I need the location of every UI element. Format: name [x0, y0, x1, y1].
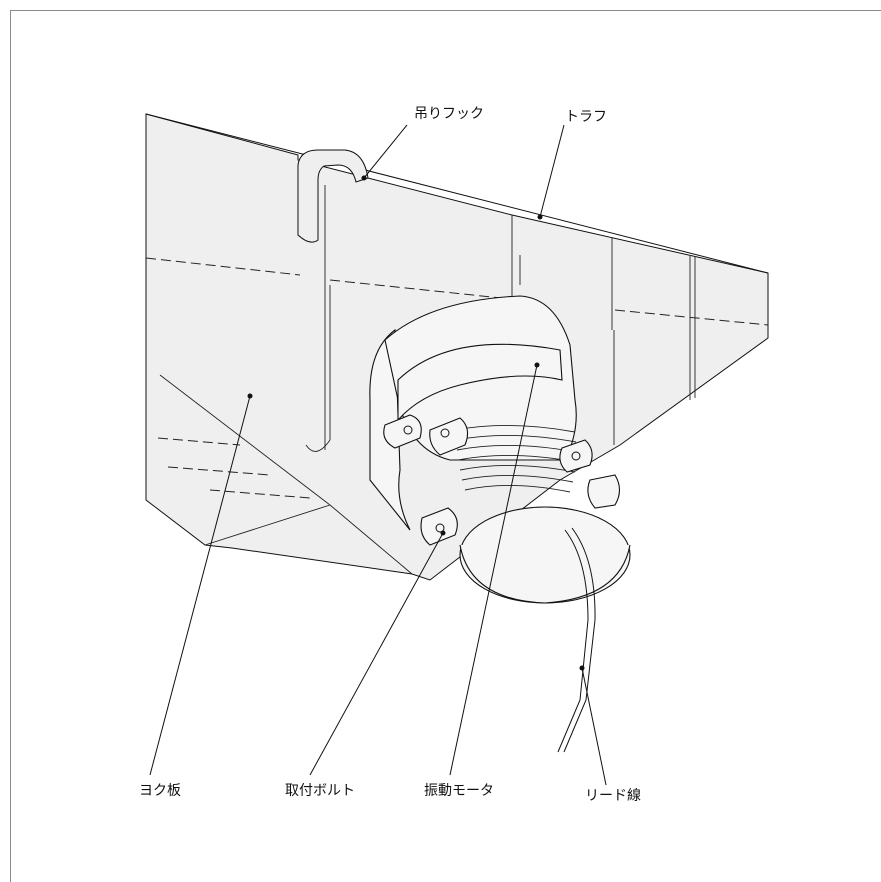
label-lead-wire: リード線	[585, 788, 641, 804]
label-hook: 吊りフック	[414, 106, 484, 122]
lifting-hook	[297, 149, 369, 243]
leader-dot-bolt	[440, 530, 446, 536]
frame-border-left	[10, 10, 11, 882]
leader-motor	[449, 364, 538, 776]
leader-bolt	[309, 532, 444, 776]
leader-dot-lead-wire	[579, 665, 585, 671]
callout-labels: 吊りフック トラフ ヨク板 取付ボルト 振動モータ リード線	[139, 106, 641, 804]
label-mounting-bolt: 取付ボルト	[285, 783, 355, 799]
label-vibration-motor: 振動モータ	[424, 783, 494, 799]
label-trough: トラフ	[565, 109, 607, 125]
label-yoke-plate: ヨク板	[139, 783, 181, 799]
leader-hook	[363, 124, 408, 179]
leader-dot-hook	[361, 175, 367, 181]
leader-dot-yoke	[247, 393, 253, 399]
leader-lines	[149, 124, 607, 786]
frame-border-top	[10, 10, 881, 11]
leader-dot-trough	[537, 214, 543, 220]
vibration-motor	[369, 295, 631, 604]
leader-dot-motor	[534, 362, 540, 368]
leader-trough	[539, 124, 565, 218]
leader-yoke	[149, 395, 251, 776]
leader-lead-wire	[581, 667, 607, 786]
lead-wire	[557, 527, 596, 753]
